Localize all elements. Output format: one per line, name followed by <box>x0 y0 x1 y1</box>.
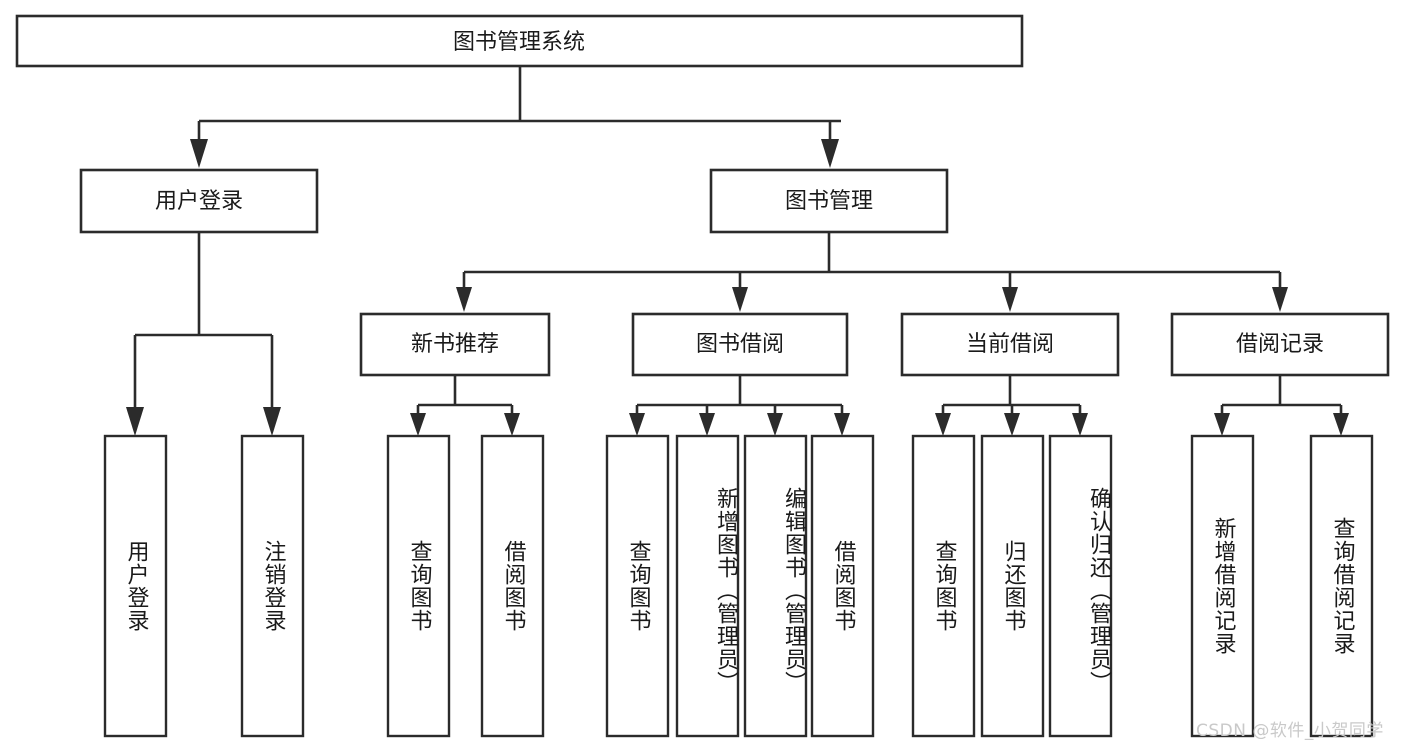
connector-current-to-leaves <box>935 375 1088 436</box>
leaf-box-current-borrow-1[interactable] <box>911 434 976 738</box>
node-user-login-label: 用户登录 <box>155 189 243 214</box>
node-current-borrow-label: 当前借阅 <box>966 332 1054 357</box>
connector-root-to-level2 <box>190 66 841 168</box>
leaf-box-user-login-1[interactable] <box>103 434 168 738</box>
node-book-management-label: 图书管理 <box>785 189 873 214</box>
leaf-box-current-borrow-2[interactable] <box>980 434 1045 738</box>
leaf-box-book-borrow-1[interactable] <box>605 434 670 738</box>
node-user-login[interactable]: 用户登录 <box>79 168 319 234</box>
connector-bookmgmt-to-level3 <box>456 232 1288 312</box>
node-root[interactable]: 图书管理系统 <box>15 14 1024 68</box>
connector-record-to-leaves <box>1214 375 1349 436</box>
leaf-box-borrow-record-2[interactable] <box>1309 434 1374 738</box>
leaf-box-book-borrow-2[interactable] <box>675 434 740 738</box>
csdn-watermark: CSDN @软件_小贺同学 <box>1196 721 1384 741</box>
leaf-box-current-borrow-3[interactable] <box>1048 434 1113 738</box>
node-borrow-record-label: 借阅记录 <box>1236 332 1324 357</box>
leaf-box-new-book-2[interactable] <box>480 434 545 738</box>
leaf-box-borrow-record-1[interactable] <box>1190 434 1255 738</box>
connector-newbook-to-leaves <box>410 375 520 436</box>
leaf-box-new-book-1[interactable] <box>386 434 451 738</box>
connector-borrow-to-leaves <box>629 375 850 436</box>
node-borrow-record[interactable]: 借阅记录 <box>1170 312 1390 377</box>
node-new-book-recommend[interactable]: 新书推荐 <box>359 312 551 377</box>
leaf-box-book-borrow-3[interactable] <box>743 434 808 738</box>
connector-userlogin-to-leaves <box>126 232 281 436</box>
node-root-label: 图书管理系统 <box>453 30 585 55</box>
leaf-box-user-login-2[interactable] <box>240 434 305 738</box>
node-book-borrow[interactable]: 图书借阅 <box>631 312 849 377</box>
leaf-box-book-borrow-4[interactable] <box>810 434 875 738</box>
node-new-book-recommend-label: 新书推荐 <box>411 332 499 357</box>
node-current-borrow[interactable]: 当前借阅 <box>900 312 1120 377</box>
node-book-borrow-label: 图书借阅 <box>696 332 784 357</box>
node-book-management[interactable]: 图书管理 <box>709 168 949 234</box>
